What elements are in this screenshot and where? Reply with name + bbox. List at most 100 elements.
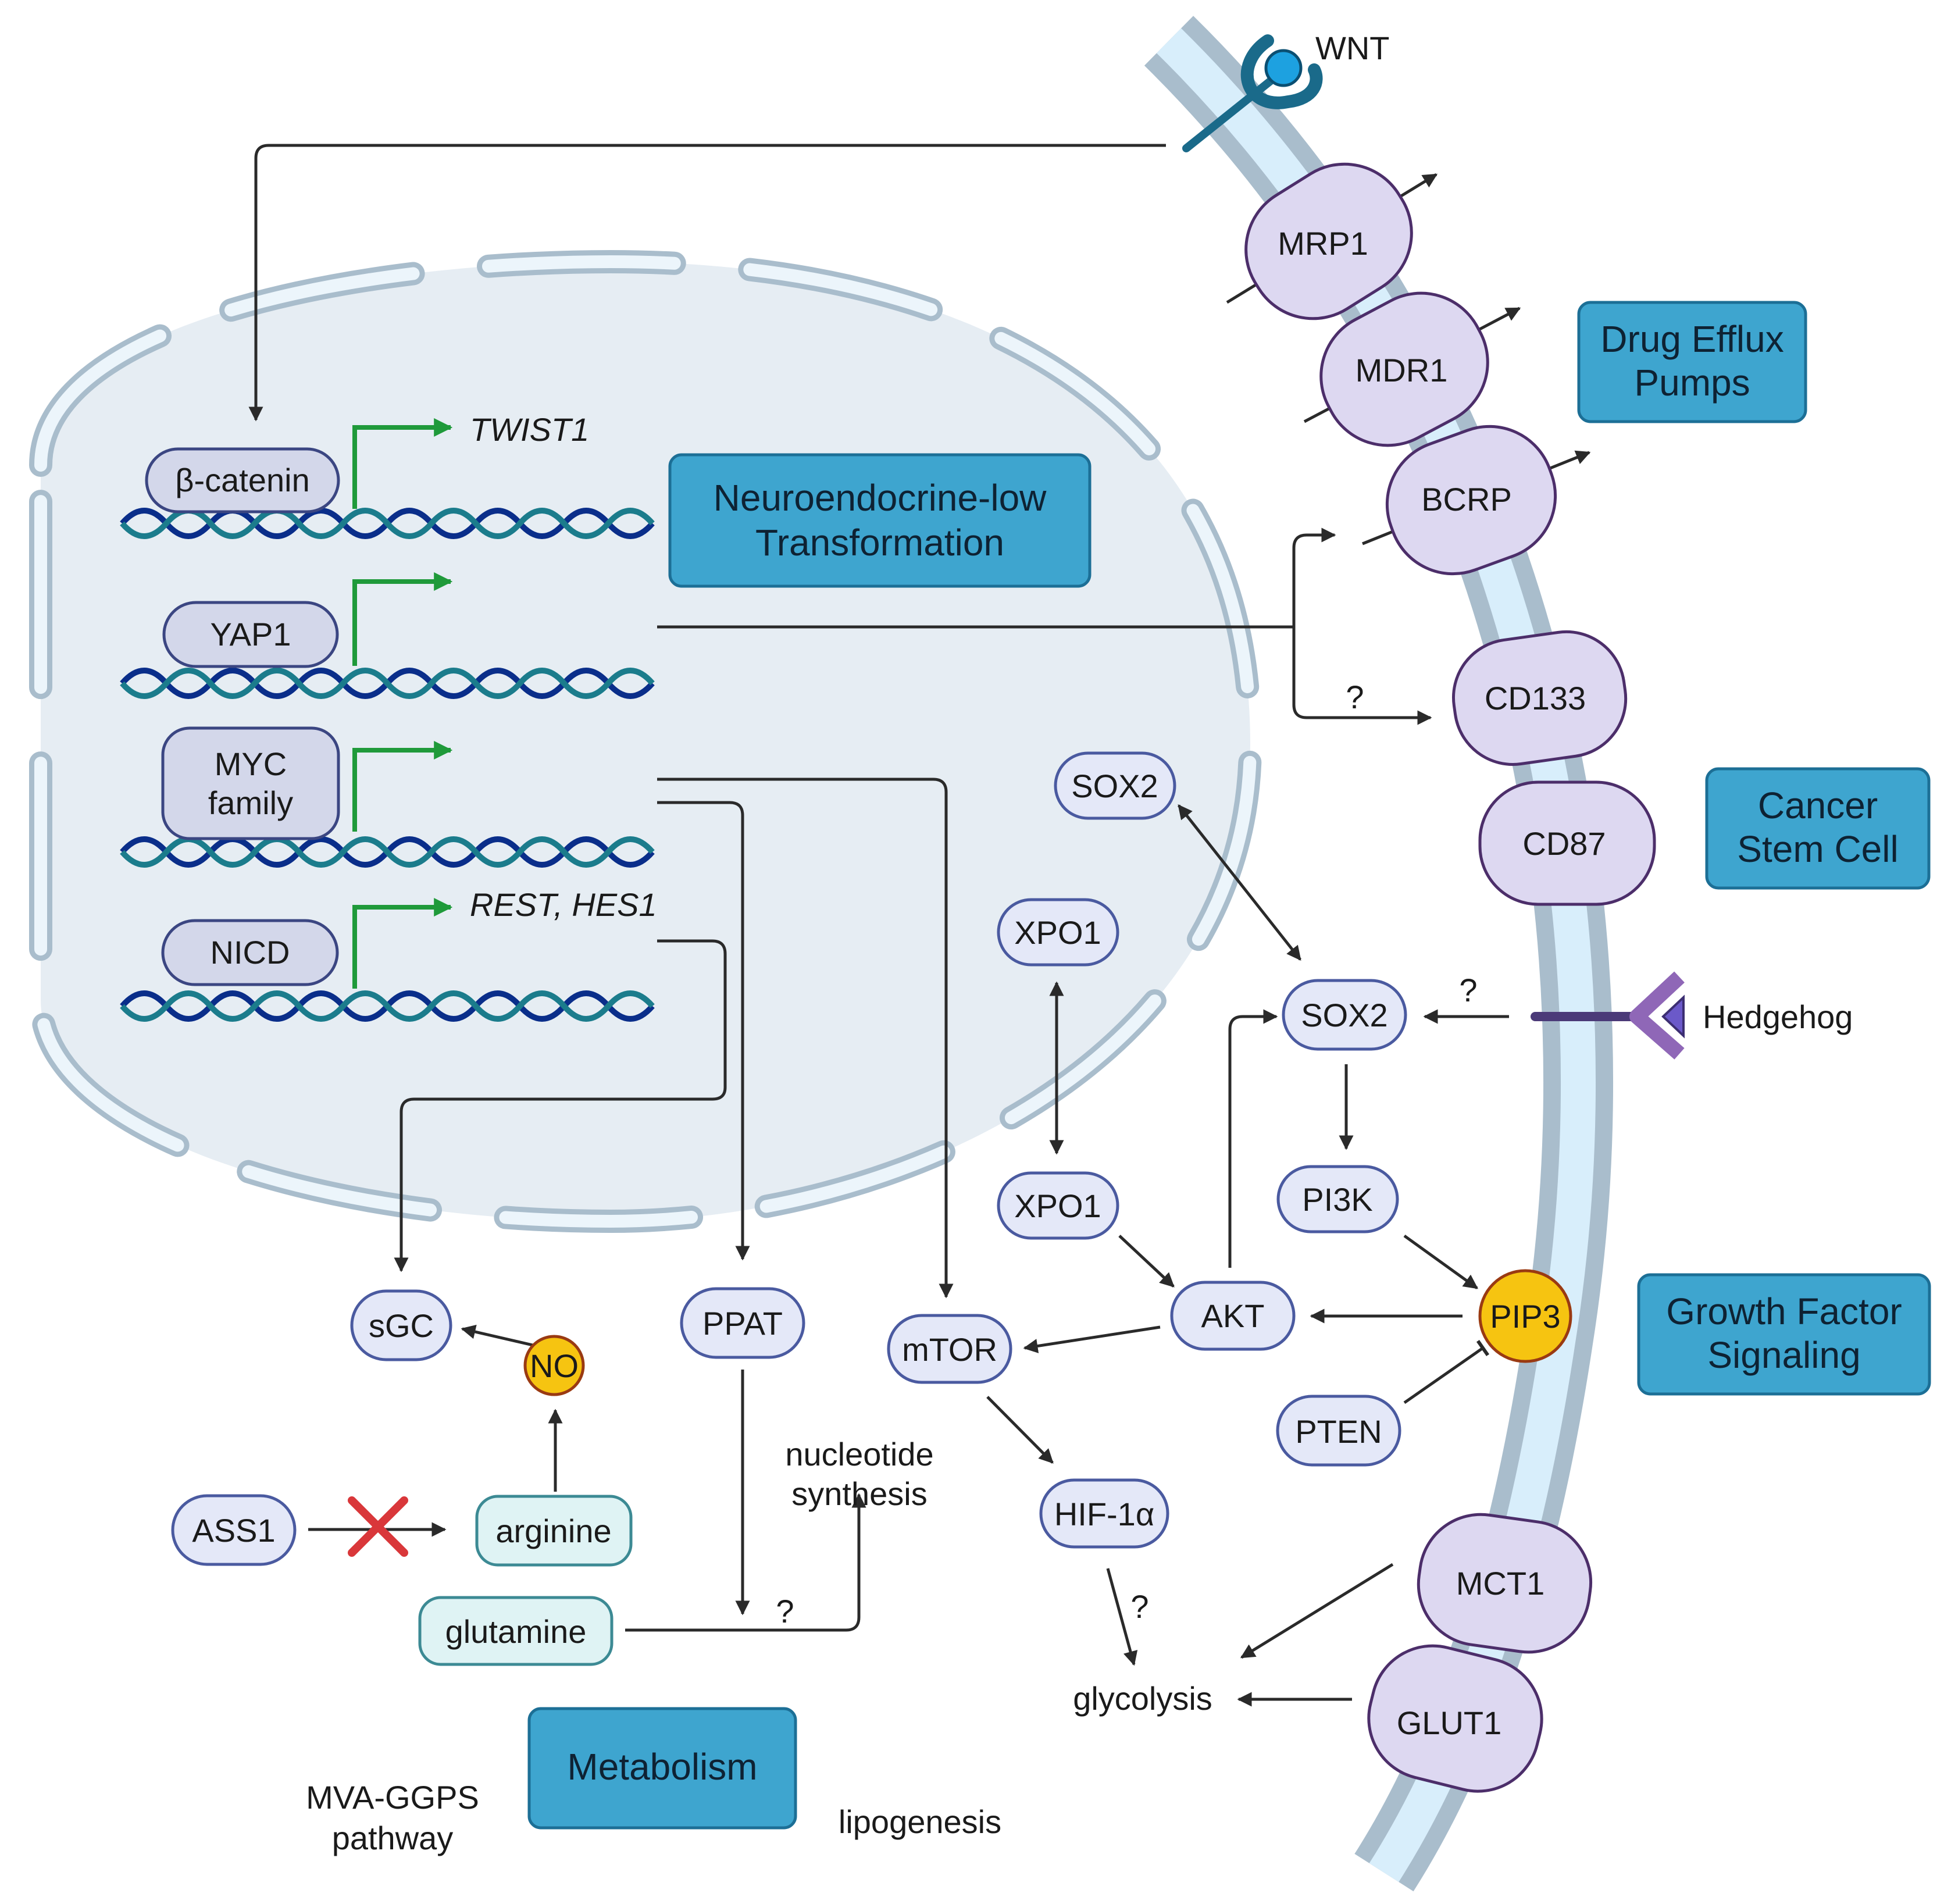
svg-text:MCT1: MCT1 [1456, 1565, 1545, 1602]
svg-text:CD87: CD87 [1522, 825, 1606, 862]
cancer-stem-cell-category: Cancer Stem Cell [1705, 767, 1931, 890]
akt-node: AKT [1170, 1281, 1296, 1351]
mva-ggps-label-1: MVA-GGPS [306, 1779, 479, 1816]
svg-text:sGC: sGC [369, 1307, 434, 1344]
nucleotide-synthesis-label-2: synthesis [791, 1475, 927, 1512]
svg-text:Growth Factor: Growth Factor [1666, 1290, 1902, 1332]
hif1a-to-glycolysis-arrow [1106, 1568, 1138, 1666]
yap1-to-bcrp-arrow [1292, 527, 1336, 627]
svg-text:Metabolism: Metabolism [567, 1746, 757, 1788]
svg-text:Stem Cell: Stem Cell [1737, 828, 1898, 870]
ass1-node: ASS1 [171, 1494, 297, 1566]
dna-helix-1 [120, 508, 655, 539]
lipogenesis-label: lipogenesis [839, 1803, 1001, 1840]
sox2-bidirectional-arrow [1178, 804, 1301, 961]
promoter-arrow-rest [352, 898, 453, 989]
myc-family-node: MYC family [161, 726, 340, 840]
hedgehog-label: Hedgehog [1703, 999, 1853, 1035]
svg-text:β-catenin: β-catenin [175, 462, 309, 498]
arginine-node: arginine [475, 1495, 633, 1567]
promoter-arrow-yap1 [352, 572, 453, 666]
question-mark-glycolysis: ? [1130, 1588, 1148, 1625]
svg-text:PIP3: PIP3 [1490, 1298, 1560, 1335]
svg-text:Drug Efflux: Drug Efflux [1600, 318, 1784, 360]
svg-text:glutamine: glutamine [445, 1613, 587, 1650]
akt-to-sox2-arrow [1228, 1009, 1278, 1268]
ppat-node: PPAT [680, 1287, 805, 1359]
svg-text:PI3K: PI3K [1302, 1181, 1372, 1218]
svg-text:Pumps: Pumps [1634, 362, 1750, 404]
hedgehog-receptor-icon [1531, 971, 1685, 1060]
mrp1-pump: MRP1 [1244, 162, 1413, 320]
mct1-pump: MCT1 [1417, 1513, 1593, 1654]
svg-text:GLUT1: GLUT1 [1397, 1705, 1502, 1741]
hif1a-node: HIF-1α [1039, 1478, 1169, 1549]
sox2-top-node: SOX2 [1054, 751, 1176, 820]
dna-helix-2 [120, 668, 655, 699]
pten-inhibits-pip3-line [1403, 1339, 1490, 1404]
mdr1-pump: MDR1 [1319, 291, 1489, 447]
svg-text:MYC: MYC [215, 746, 287, 782]
pten-node: PTEN [1276, 1395, 1401, 1467]
beta-catenin-node: β-catenin [145, 447, 340, 514]
nucleotide-synthesis-label-1: nucleotide [785, 1436, 933, 1472]
dna-strands [120, 508, 655, 1022]
svg-text:family: family [208, 785, 293, 821]
inhibition-x-icon [348, 1496, 408, 1557]
svg-text:XPO1: XPO1 [1014, 1188, 1101, 1224]
myc-to-ppat-arrow [657, 801, 750, 1261]
svg-text:Signaling: Signaling [1707, 1334, 1860, 1376]
dna-helix-3 [120, 836, 655, 868]
svg-text:PTEN: PTEN [1295, 1413, 1382, 1450]
glutamine-to-nucleotide-arrow [625, 1493, 866, 1632]
svg-text:Neuroendocrine-low: Neuroendocrine-low [714, 477, 1047, 519]
svg-text:HIF-1α: HIF-1α [1054, 1496, 1154, 1532]
mva-ggps-label-2: pathway [332, 1820, 454, 1856]
glut1-pump: GLUT1 [1367, 1644, 1543, 1793]
svg-text:Cancer: Cancer [1758, 785, 1878, 826]
no-node: NO [523, 1335, 585, 1396]
xpo1-top-node: XPO1 [997, 898, 1119, 967]
nicd-to-sgc-arrow [394, 939, 727, 1272]
svg-text:NO: NO [530, 1347, 579, 1384]
sox2-node: SOX2 [1282, 979, 1407, 1051]
svg-text:CD133: CD133 [1485, 680, 1586, 716]
svg-text:arginine: arginine [495, 1513, 611, 1549]
myc-to-mtor-arrow [657, 778, 954, 1299]
glutamine-node: glutamine [418, 1596, 613, 1666]
svg-text:XPO1: XPO1 [1014, 914, 1101, 951]
svg-text:SOX2: SOX2 [1301, 997, 1387, 1033]
svg-text:MDR1: MDR1 [1356, 352, 1448, 388]
drug-efflux-category: Drug Efflux Pumps [1577, 301, 1807, 423]
xpo1-node: XPO1 [997, 1171, 1119, 1240]
pi3k-node: PI3K [1276, 1165, 1399, 1233]
question-mark-ppat: ? [776, 1593, 794, 1630]
sgc-node: sGC [350, 1289, 452, 1361]
svg-text:MRP1: MRP1 [1278, 225, 1368, 262]
mtor-to-hif1a-arrow [986, 1396, 1054, 1464]
akt-to-mtor-arrow [1023, 1325, 1161, 1353]
neuroendocrine-category: Neuroendocrine-low Transformation [668, 453, 1092, 588]
pi3k-to-pip3-arrow [1403, 1234, 1479, 1290]
svg-text:NICD: NICD [211, 934, 290, 971]
rest-hes1-gene-label: REST, HES1 [470, 886, 657, 923]
glycolysis-label: glycolysis [1073, 1680, 1212, 1717]
cd87-pump: CD87 [1478, 780, 1656, 906]
xpo1-to-akt-arrow [1118, 1235, 1175, 1288]
svg-text:PPAT: PPAT [702, 1305, 783, 1342]
wnt-label: WNT [1315, 30, 1390, 66]
mct1-to-glycolysis-arrow [1240, 1563, 1394, 1659]
svg-text:BCRP: BCRP [1421, 481, 1512, 518]
metabolism-category: Metabolism [527, 1707, 797, 1830]
question-mark-hedgehog: ? [1459, 972, 1477, 1008]
bcrp-pump: BCRP [1385, 425, 1557, 576]
promoter-arrow-twist1 [352, 418, 453, 509]
mtor-node: mTOR [887, 1314, 1012, 1384]
pip3-node: PIP3 [1478, 1269, 1572, 1363]
cd133-pump: CD133 [1451, 630, 1628, 766]
yap1-to-cd133-arrow [1292, 627, 1432, 725]
svg-text:Transformation: Transformation [755, 522, 1004, 564]
svg-text:mTOR: mTOR [902, 1331, 997, 1368]
dna-helix-4 [120, 990, 655, 1022]
